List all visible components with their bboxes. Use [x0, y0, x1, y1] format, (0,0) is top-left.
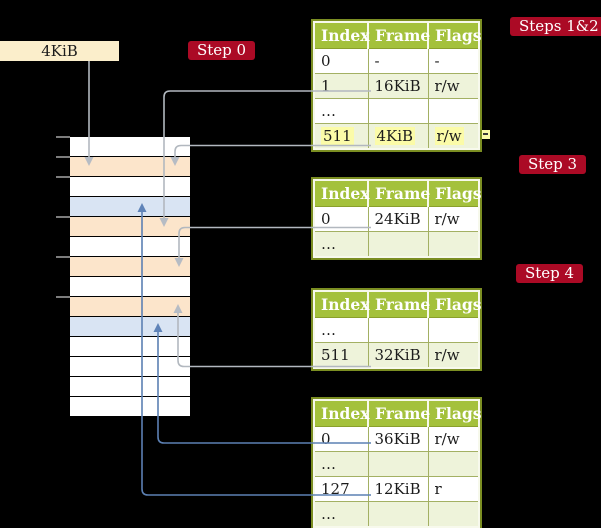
page-table-step-4: Index Frame Flags … 511 32KiB r/w [311, 288, 482, 371]
column-header-flags: Flags [428, 181, 482, 207]
table-row: … [315, 501, 478, 526]
cell-frame [368, 98, 429, 124]
cell-index: 511 [315, 342, 369, 367]
cell-frame: - [368, 48, 429, 74]
column-header-frame: Frame [368, 401, 430, 427]
memory-tick [56, 216, 70, 218]
memory-frame-row-blue [70, 197, 190, 216]
highlighted-text: 511 [321, 127, 354, 145]
step-3-label: Step 3 [519, 155, 587, 174]
cell-index: 511 [315, 123, 369, 148]
table-row: 511 32KiB r/w [315, 342, 478, 367]
cell-index: … [315, 231, 369, 256]
cell-flags: r/w [428, 342, 478, 367]
cell-frame [368, 231, 429, 256]
table-row: 0 - - [315, 48, 478, 74]
root-frame-address-label: 4KiB [41, 42, 78, 60]
stray-highlight-mark [482, 130, 490, 139]
cell-flags [428, 451, 478, 477]
column-header-index: Index [315, 181, 369, 207]
table-row: … [315, 98, 478, 124]
memory-frame-row-peach [70, 157, 190, 176]
table-header-row: Index Frame Flags [315, 23, 482, 49]
memory-frame-row-white [70, 337, 190, 356]
cell-index: 1 [315, 73, 369, 99]
cell-index: 0 [315, 48, 369, 74]
cell-flags [428, 501, 478, 526]
column-header-flags: Flags [428, 401, 482, 427]
memory-column [70, 137, 190, 417]
cell-flags [428, 231, 478, 256]
column-header-flags: Flags [428, 23, 482, 49]
table-row: 1 16KiB r/w [315, 73, 478, 99]
cell-flags: - [428, 48, 478, 74]
memory-tick [56, 176, 70, 178]
cell-index: … [315, 451, 369, 477]
memory-frame-row-peach [70, 257, 190, 276]
memory-tick [56, 296, 70, 298]
table-header-row: Index Frame Flags [315, 401, 482, 427]
cell-index: 127 [315, 476, 369, 502]
cell-index: 0 [315, 426, 369, 452]
cell-frame: 12KiB [368, 476, 429, 502]
column-header-index: Index [315, 401, 369, 427]
cell-frame: 4KiB [368, 123, 429, 148]
cell-index: 0 [315, 206, 369, 232]
column-header-index: Index [315, 292, 369, 318]
cell-frame [368, 501, 429, 526]
cell-flags: r [428, 476, 478, 502]
cell-flags [428, 98, 478, 124]
table-row-highlighted: 511 4KiB r/w [315, 123, 478, 148]
memory-frame-row-peach [70, 297, 190, 316]
root-frame-address-box: 4KiB [0, 41, 119, 61]
table-row: … [315, 231, 478, 256]
memory-frame-row-white [70, 237, 190, 256]
cell-index: … [315, 317, 369, 343]
cell-flags: r/w [428, 206, 478, 232]
column-header-index: Index [315, 23, 369, 49]
step-0-label: Step 0 [188, 41, 256, 60]
highlighted-text: 4KiB [374, 127, 416, 145]
memory-frame-row-white [70, 357, 190, 376]
column-header-frame: Frame [368, 23, 430, 49]
cell-flags [428, 317, 478, 343]
table-row: … [315, 317, 478, 343]
cell-flags: r/w [428, 123, 478, 148]
memory-tick [56, 256, 70, 258]
memory-frame-row-white [70, 137, 190, 156]
steps-1-2-label: Steps 1&2 [510, 17, 601, 36]
cell-frame: 16KiB [368, 73, 429, 99]
page-table-step-3: Index Frame Flags 0 24KiB r/w … [311, 177, 482, 260]
table-row: 0 36KiB r/w [315, 426, 478, 452]
cell-flags: r/w [428, 426, 478, 452]
cell-index: … [315, 501, 369, 526]
table-row: 127 12KiB r [315, 476, 478, 502]
highlighted-text: r/w [434, 127, 464, 145]
column-header-flags: Flags [428, 292, 482, 318]
page-table-bottom: Index Frame Flags 0 36KiB r/w … 127 [311, 397, 482, 528]
memory-frame-row-blue [70, 317, 190, 336]
table-header-row: Index Frame Flags [315, 181, 482, 207]
table-row: … [315, 451, 478, 477]
memory-tick [56, 156, 70, 158]
step-4-label: Step 4 [516, 264, 584, 283]
cell-frame: 36KiB [368, 426, 429, 452]
cell-frame: 24KiB [368, 206, 429, 232]
cell-index: … [315, 98, 369, 124]
column-header-frame: Frame [368, 181, 430, 207]
memory-tick [56, 136, 70, 138]
table-header-row: Index Frame Flags [315, 292, 482, 318]
memory-frame-row-white [70, 277, 190, 296]
memory-frame-row-white [70, 397, 190, 416]
cell-frame: 32KiB [368, 342, 429, 367]
page-table-steps-1-2: Index Frame Flags 0 - - 1 16KiB r/w … [311, 19, 482, 152]
table-row: 0 24KiB r/w [315, 206, 478, 232]
memory-frame-row-white [70, 177, 190, 196]
memory-frame-row-white [70, 377, 190, 396]
cell-frame [368, 451, 429, 477]
cell-frame [368, 317, 429, 343]
memory-frame-row-peach [70, 217, 190, 236]
cell-flags: r/w [428, 73, 478, 99]
column-header-frame: Frame [368, 292, 430, 318]
